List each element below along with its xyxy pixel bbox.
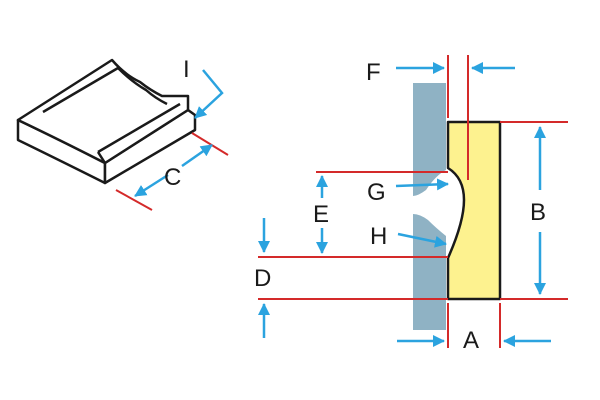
- isometric-strip: [16, 58, 197, 185]
- c-extension-line-right: [191, 132, 229, 156]
- label-g: G: [367, 179, 386, 206]
- label-e: E: [313, 201, 329, 228]
- callout-i: I: [183, 56, 224, 119]
- c-arrow: [181, 143, 213, 168]
- strip-ledge-edge: [96, 151, 107, 164]
- dimension-d: D: [254, 218, 271, 338]
- wall-upper: [413, 83, 446, 196]
- part-section: [446, 120, 502, 301]
- label-i: I: [183, 56, 190, 83]
- callout-h: H: [370, 223, 447, 250]
- dimension-b: B: [530, 126, 546, 295]
- i-leader-line: [194, 69, 224, 119]
- label-a: A: [463, 327, 479, 354]
- dimension-a: A: [397, 327, 551, 354]
- strip-top-surface: [16, 58, 190, 165]
- strip-ledge-line: [97, 102, 181, 154]
- dimension-c: C: [115, 132, 229, 211]
- wall-section: [413, 83, 446, 330]
- h-leader-line: [397, 232, 447, 248]
- dimension-f: F: [366, 59, 515, 86]
- dimension-e: E: [313, 175, 329, 254]
- label-b: B: [530, 199, 546, 226]
- label-h: H: [370, 223, 387, 250]
- c-arrow: [134, 173, 169, 198]
- wall-lower: [413, 214, 446, 330]
- label-c: C: [164, 164, 181, 191]
- label-f: F: [366, 59, 381, 86]
- g-leader-line: [395, 178, 449, 191]
- strip-groove-line: [42, 66, 168, 114]
- c-extension-line-left: [115, 189, 153, 211]
- part-profile: [446, 120, 502, 301]
- callout-g: G: [367, 178, 449, 206]
- extension-lines: [258, 55, 568, 348]
- label-d: D: [254, 265, 271, 292]
